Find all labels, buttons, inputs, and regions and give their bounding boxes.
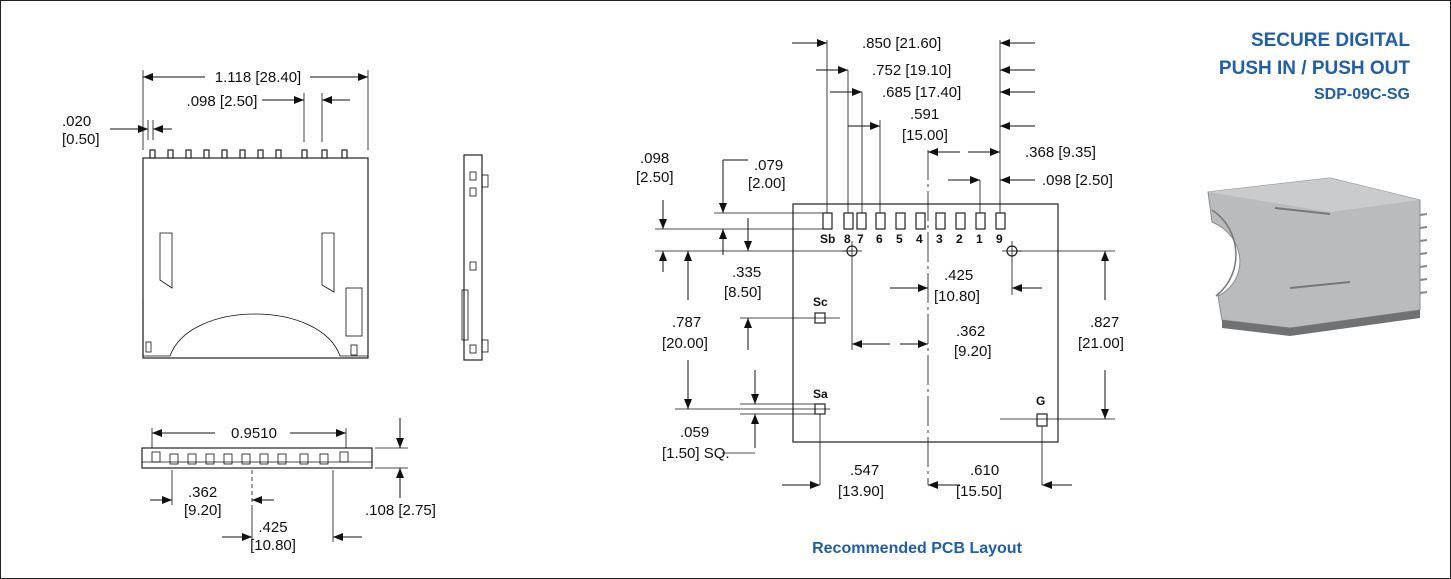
dim-pcb-547-in: .547 <box>850 462 879 479</box>
pin-label-2: 2 <box>956 232 963 246</box>
dim-front-height: .108 [2.75] <box>365 502 436 519</box>
connector-body-outline <box>142 157 369 359</box>
detail-mark-2 <box>145 341 152 353</box>
pin-label-8: 8 <box>844 232 851 246</box>
dim-pcb-098-right: .098 [2.50] <box>1042 172 1113 189</box>
dim-pcb-335-in: .335 <box>732 264 761 281</box>
pad-label-sa: Sa <box>813 387 828 401</box>
dim-pin-width-mm: [0.50] <box>62 131 100 148</box>
dim-pcb-059-in: .059 <box>680 424 709 441</box>
pin-label-7: 7 <box>857 232 864 246</box>
title-line-1: SECURE DIGITAL <box>1251 30 1410 51</box>
eject-mechanism <box>345 287 363 337</box>
pin-label-4: 4 <box>916 232 923 246</box>
dim-pcb-787-in: .787 <box>672 314 701 331</box>
dim-pcb-685: .685 [17.40] <box>882 84 961 101</box>
dim-pin-width-in: .020 <box>62 113 91 130</box>
side-body <box>463 154 483 361</box>
dim-pcb-362-in: .362 <box>956 323 985 340</box>
dim-pcb-059-mm: [1.50] SQ. <box>662 445 730 462</box>
pad-label-g: G <box>1036 394 1045 408</box>
pin-label-6: 6 <box>876 232 883 246</box>
dim-pcb-368: .368 [9.35] <box>1025 144 1096 161</box>
dim-pcb-079-in: .079 <box>754 157 783 174</box>
contact-pads <box>822 212 1006 230</box>
pin-labels: Sb 8 7 6 5 4 3 2 1 9 <box>820 232 1003 246</box>
dim-pcb-425-mm: [10.80] <box>934 288 980 305</box>
pin-label-sb: Sb <box>820 232 835 246</box>
dim-front-offset-b-in: .425 <box>258 519 287 536</box>
dim-front-offset-a-in: .362 <box>188 484 217 501</box>
dim-pcb-098-left-mm: [2.50] <box>636 169 674 186</box>
dim-pcb-610-in: .610 <box>970 462 999 479</box>
title-line-2: PUSH IN / PUSH OUT <box>1219 58 1410 79</box>
dim-pcb-787-mm: [20.00] <box>662 335 708 352</box>
title-block: SECURE DIGITAL PUSH IN / PUSH OUT SDP-09… <box>1219 30 1410 103</box>
dim-pcb-752: .752 [19.10] <box>872 62 951 79</box>
dim-pcb-098-left-in: .098 <box>640 150 669 167</box>
dim-pcb-591-in: .591 <box>910 106 939 123</box>
dim-pcb-425-in: .425 <box>944 267 973 284</box>
pin-label-5: 5 <box>896 232 903 246</box>
dim-front-width: 0.9510 <box>231 425 277 442</box>
dim-front-offset-b-mm: [10.80] <box>250 537 296 554</box>
latch-spring-right <box>321 232 335 293</box>
dim-front-offset-a-mm: [9.20] <box>184 502 222 519</box>
dim-pcb-850: .850 [21.60] <box>862 35 941 52</box>
detail-mark <box>350 344 358 356</box>
latch-spring-left <box>159 232 173 289</box>
dim-pcb-335-mm: [8.50] <box>724 284 762 301</box>
pcb-caption: Recommended PCB Layout <box>812 540 1022 557</box>
pin-label-1: 1 <box>976 232 983 246</box>
card-slot-curve <box>142 300 368 357</box>
front-view: 0.9510 .362 [9.20] .425 [10.80] .108 [2.… <box>141 418 436 554</box>
dim-pcb-362-mm: [9.20] <box>954 343 992 360</box>
dim-overall-width: 1.118 [28.40] <box>215 69 301 86</box>
top-view: 1.118 [28.40] .098 [2.50] .020 [0.50] <box>62 69 369 359</box>
dim-pcb-610-mm: [15.50] <box>956 483 1002 500</box>
pin-label-9: 9 <box>996 232 1003 246</box>
pcb-outline <box>792 203 1059 443</box>
top-view-pins <box>149 149 348 159</box>
front-view-contacts <box>151 451 349 465</box>
front-body <box>141 447 373 469</box>
dim-pcb-827-mm: [21.00] <box>1078 335 1124 352</box>
pin-label-3: 3 <box>936 232 943 246</box>
dim-pcb-827-in: .827 <box>1090 314 1119 331</box>
dim-pcb-591-mm: [15.00] <box>902 127 948 144</box>
pcb-layout: Sb 8 7 6 5 4 3 2 1 9 Sc Sa G <box>636 35 1124 500</box>
part-number: SDP-09C-SG <box>1314 86 1410 103</box>
dim-pcb-547-mm: [13.90] <box>838 483 884 500</box>
product-photo <box>1207 177 1428 336</box>
pad-g <box>1036 413 1048 427</box>
side-view <box>461 154 489 361</box>
dim-pcb-079-mm: [2.00] <box>748 175 786 192</box>
pad-label-sc: Sc <box>813 295 828 309</box>
dim-pitch: .098 [2.50] <box>187 93 258 110</box>
